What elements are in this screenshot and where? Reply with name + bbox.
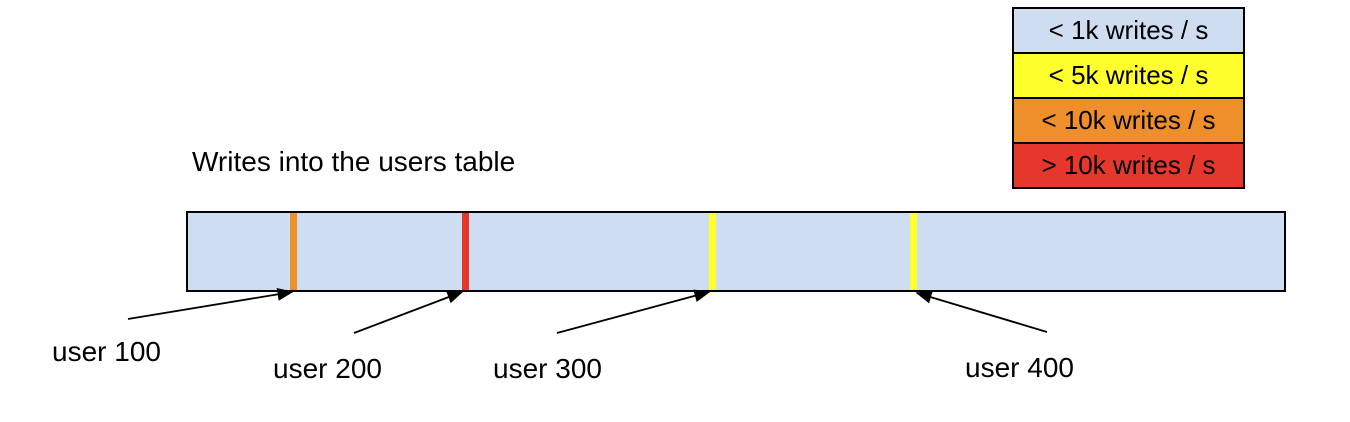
legend-item-label: < 10k writes / s — [1041, 105, 1216, 135]
arrow-user-200 — [353, 291, 464, 334]
label-user-100: user 100 — [52, 336, 161, 367]
legend-item-label: < 1k writes / s — [1048, 15, 1209, 45]
legend-item-lt-5k: < 5k writes / s — [1012, 52, 1245, 99]
arrow-user-100 — [127, 287, 294, 320]
users-table-bar — [186, 211, 1286, 292]
label-user-200: user 200 — [273, 353, 382, 384]
legend-item-lt-1k: < 1k writes / s — [1012, 7, 1245, 54]
diagram-title: Writes into the users table — [192, 146, 516, 177]
legend-item-label: < 5k writes / s — [1048, 60, 1209, 90]
legend-item-lt-10k: < 10k writes / s — [1012, 97, 1245, 144]
legend-item-label: > 10k writes / s — [1041, 150, 1216, 180]
legend: < 1k writes / s < 5k writes / s < 10k wr… — [1012, 7, 1245, 189]
label-user-400: user 400 — [965, 352, 1074, 383]
hotspot-stripe-user-300 — [709, 213, 716, 290]
legend-item-gt-10k: > 10k writes / s — [1012, 142, 1245, 189]
arrow-user-300 — [556, 289, 711, 334]
hotspot-stripe-user-200 — [462, 213, 469, 290]
arrow-user-400 — [915, 290, 1048, 333]
hotspot-stripe-user-100 — [290, 213, 297, 290]
hotspot-stripe-user-400 — [910, 213, 917, 290]
label-user-300: user 300 — [493, 353, 602, 384]
